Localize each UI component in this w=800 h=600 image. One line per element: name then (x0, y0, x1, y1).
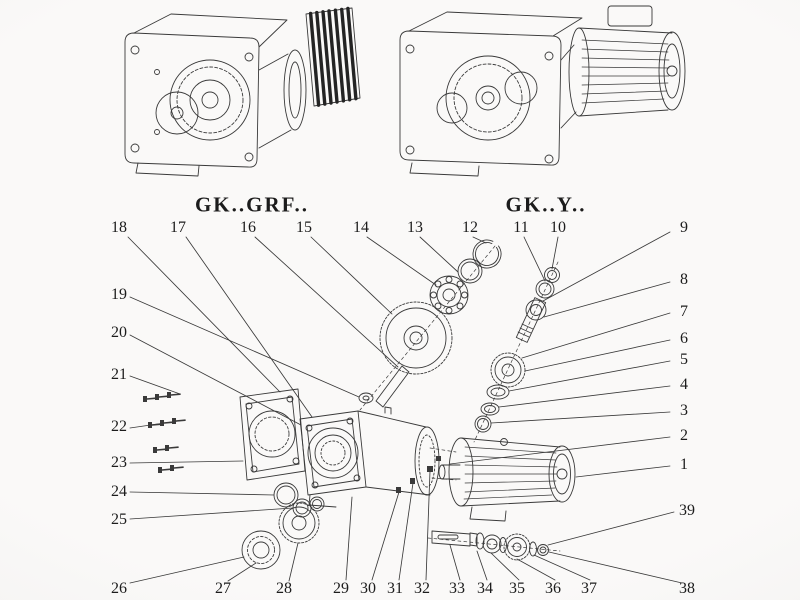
gearbox-illustration-left (124, 6, 361, 177)
gear-shaft (375, 365, 410, 408)
upper-bearing (429, 275, 469, 315)
gear-housing (299, 406, 440, 508)
model-title-left: GK..GRF.. (194, 192, 310, 217)
motor-mount-fasteners (396, 456, 441, 493)
assembly-axis-lines (359, 245, 561, 552)
model-title-right: GK..Y.. (505, 192, 587, 217)
leader-lines (127, 231, 683, 584)
gearbox-illustration-right (399, 5, 686, 177)
exploded-view-drawing (143, 239, 576, 570)
main-gear (379, 301, 453, 375)
output-shaft-assembly (431, 530, 549, 561)
mounting-bolts (143, 392, 186, 473)
electric-motor (438, 437, 576, 522)
shaft-washer (358, 392, 374, 404)
bearing-race-ring (457, 258, 483, 284)
adapter-plate (239, 388, 306, 481)
input-shaft-parts (474, 267, 560, 433)
lower-bearing-and-gear (241, 482, 325, 570)
snap-ring (472, 239, 502, 269)
